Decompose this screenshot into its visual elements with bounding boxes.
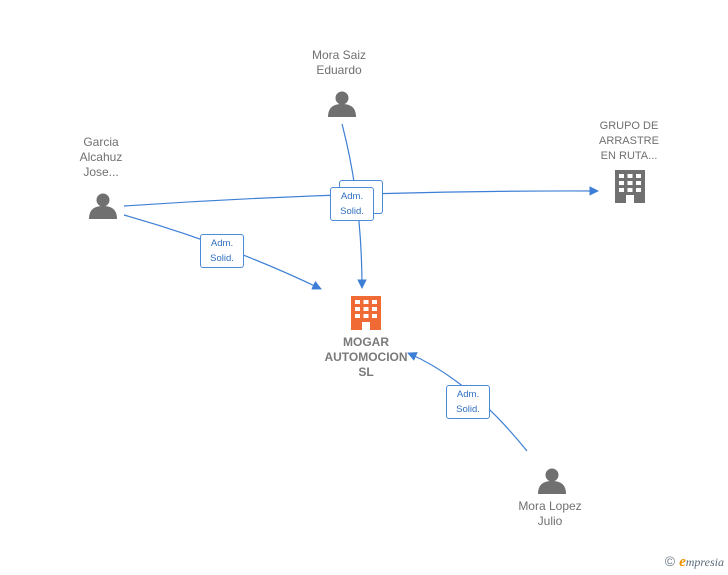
copyright-icon: © [664, 553, 676, 569]
edge-label-garcia-to-grupo[interactable]: Adm. Solid. [330, 187, 374, 221]
node-label-line: Mora Saiz [311, 48, 367, 62]
edge-label-line: Adm. [456, 389, 480, 400]
person-icon[interactable] [89, 193, 117, 220]
edge-label-line: Solid. [210, 253, 234, 264]
building-icon[interactable] [615, 170, 645, 203]
brand-watermark: ©empresia [665, 553, 724, 571]
node-label-line: SL [358, 365, 374, 379]
node-label-line: ARRASTRE [599, 135, 659, 147]
node-label-line: Eduardo [316, 63, 362, 77]
node-label-line: MOGAR [343, 335, 389, 349]
node-label-line: AUTOMOCION [324, 350, 408, 364]
node-label-line: GRUPO DE [599, 120, 659, 132]
building-icon[interactable] [351, 296, 381, 330]
node-label-line: Alcahuz [79, 150, 123, 164]
edge-label-line: Solid. [456, 404, 480, 415]
person-icon[interactable] [328, 91, 356, 118]
edge-label-line: Solid. [340, 206, 364, 217]
node-label-grupo[interactable]: GRUPO DE ARRASTRE EN RUTA... [584, 119, 674, 164]
brand-logo-e: e [679, 554, 686, 570]
node-label-mora-saiz[interactable]: Mora Saiz Eduardo [294, 48, 384, 78]
node-label-line: Garcia [83, 135, 119, 149]
edge-label-line: Adm. [340, 191, 364, 202]
node-label-line: Jose... [83, 165, 119, 179]
edge-label-mora-lopez-to-mogar[interactable]: Adm. Solid. [446, 385, 490, 419]
node-label-line: EN RUTA... [600, 150, 658, 162]
node-label-mora-lopez[interactable]: Mora Lopez Julio [505, 499, 595, 529]
node-label-mogar[interactable]: MOGAR AUTOMOCION SL [311, 335, 421, 380]
node-label-garcia[interactable]: Garcia Alcahuz Jose... [56, 135, 146, 180]
brand-name: mpresia [685, 555, 724, 569]
edge-label-line: Adm. [210, 238, 234, 249]
node-label-line: Mora Lopez [518, 499, 582, 513]
edge-label-garcia-to-mogar[interactable]: Adm. Solid. [200, 234, 244, 268]
person-icon[interactable] [538, 468, 566, 495]
node-label-line: Julio [537, 514, 563, 528]
